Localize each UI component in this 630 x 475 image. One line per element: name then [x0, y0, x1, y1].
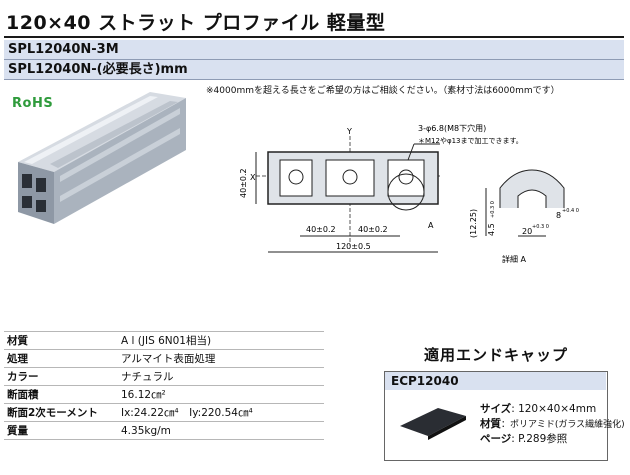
spec-key: 処理 [4, 349, 118, 368]
accessory-model: ECP12040 [385, 372, 606, 390]
accessory-title: 適用エンドキャップ [384, 344, 608, 365]
detail-dim-2-tolerance: +0.3 0 [490, 201, 496, 218]
detail-a: (12.25) 4.5 +0.3 0 20 +0.3 0 8 +0.4 0 詳細… [469, 169, 579, 264]
spec-value: ナチュラル [118, 367, 324, 386]
spec-key: 材質 [4, 331, 118, 350]
spec-row: 処理アルマイト表面処理 [4, 349, 324, 368]
cross-section-drawing: Y X 3-φ6.8(M8下穴用) ＊M12やφ13まで加工できます。 40±0… [239, 123, 579, 264]
spec-value: A l (JIS 6N01相当) [118, 331, 324, 350]
profile-photo [18, 92, 186, 224]
length-note: ※4000mmを超える長さをご希望の方はご相談ください。（素材寸法は6000mm… [206, 86, 560, 96]
spec-key: 質量 [4, 421, 118, 440]
accessory-page-value: : P.289参照 [511, 433, 568, 445]
end-cap-photo [400, 408, 466, 440]
pitch-dimension-2: 40±0.2 [358, 225, 388, 234]
spec-key: カラー [4, 367, 118, 386]
pitch-dimension-1: 40±0.2 [306, 225, 336, 234]
spec-key: 断面積 [4, 385, 118, 404]
accessory-material-value: ：ポリアミド(ガラス繊維強化) [501, 420, 625, 430]
spec-key: 断面2次モーメント [4, 403, 118, 422]
tap-note: ＊M12やφ13まで加工できます。 [418, 136, 523, 145]
detail-dim-4-tolerance: +0.4 0 [562, 208, 579, 214]
accessory-page-key: ページ [480, 433, 512, 445]
part-number: SPL12040N-3M [8, 42, 119, 57]
accessory-size-key: サイズ [480, 403, 512, 415]
part-number-custom: SPL12040N-(必要長さ)mm [8, 62, 188, 77]
detail-label: 詳細 A [502, 254, 527, 264]
part-number-bar: SPL12040N-3M [4, 40, 624, 60]
height-dimension: 40±0.2 [239, 168, 248, 198]
detail-reference: A [428, 221, 434, 230]
accessory-material-row: 材質：ポリアミド(ガラス繊維強化) [480, 416, 625, 431]
accessory-material-key: 材質 [480, 418, 501, 430]
x-axis-label: X [250, 173, 256, 182]
detail-dim-1: (12.25) [469, 209, 478, 238]
detail-dim-3-tolerance: +0.3 0 [532, 224, 549, 230]
detail-dim-4: 8 [556, 211, 561, 220]
detail-dim-3: 20 [522, 227, 532, 236]
title-divider [4, 36, 624, 38]
spec-value: Ix:24.22㎝⁴ Iy:220.54㎝⁴ [118, 403, 324, 422]
accessory-box [384, 371, 608, 461]
width-dimension: 120±0.5 [336, 242, 371, 251]
rohs-badge: RoHS [12, 96, 54, 111]
spec-value: アルマイト表面処理 [118, 349, 324, 368]
accessory-size-value: : 120×40×4mm [511, 403, 597, 415]
spec-row: カラーナチュラル [4, 367, 324, 386]
detail-dim-2: 4.5 [487, 223, 496, 236]
page-title: 120×40 ストラット プロファイル 軽量型 [6, 12, 386, 34]
hole-note: 3-φ6.8(M8下穴用) [418, 123, 486, 133]
accessory-size-row: サイズ: 120×40×4mm [480, 401, 596, 416]
part-number-custom-bar: SPL12040N-(必要長さ)mm [4, 60, 624, 80]
spec-value: 16.12㎝² [118, 385, 324, 404]
y-axis-label: Y [346, 127, 352, 136]
accessory-page-row: ページ: P.289参照 [480, 431, 567, 446]
spec-value: 4.35kg/m [118, 421, 324, 440]
